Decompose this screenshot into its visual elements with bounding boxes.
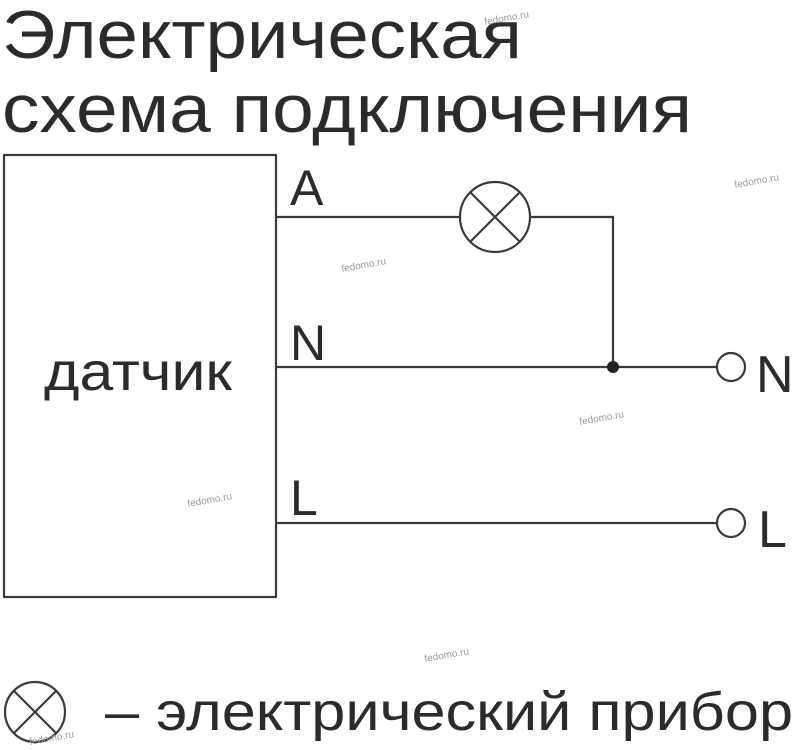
watermark: fedomo.ru	[734, 172, 780, 191]
output-n-label: N	[756, 346, 794, 404]
lamp-icon	[458, 180, 532, 254]
terminal-a-label: A	[290, 160, 324, 216]
wire-lamp-to-n	[530, 215, 615, 367]
watermark: fedomo.ru	[341, 256, 387, 275]
sensor-label: датчик	[44, 342, 232, 402]
terminal-n-output	[715, 351, 747, 383]
junction-dot	[607, 361, 619, 373]
terminal-l-output	[715, 507, 747, 539]
legend-text: – электрический прибор	[105, 682, 793, 742]
watermark: fedomo.ru	[187, 491, 233, 510]
output-l-label: L	[758, 501, 787, 559]
watermark: fedomo.ru	[29, 729, 75, 748]
terminal-n-label: N	[290, 315, 326, 371]
legend-lamp-icon	[3, 680, 67, 744]
sensor-box	[2, 153, 278, 599]
watermark: fedomo.ru	[579, 409, 625, 428]
title-line-1: Электрическая	[2, 0, 522, 73]
title-line-2: схема подключения	[2, 71, 692, 147]
terminal-l-label: L	[290, 470, 318, 526]
watermark: fedomo.ru	[424, 646, 470, 665]
